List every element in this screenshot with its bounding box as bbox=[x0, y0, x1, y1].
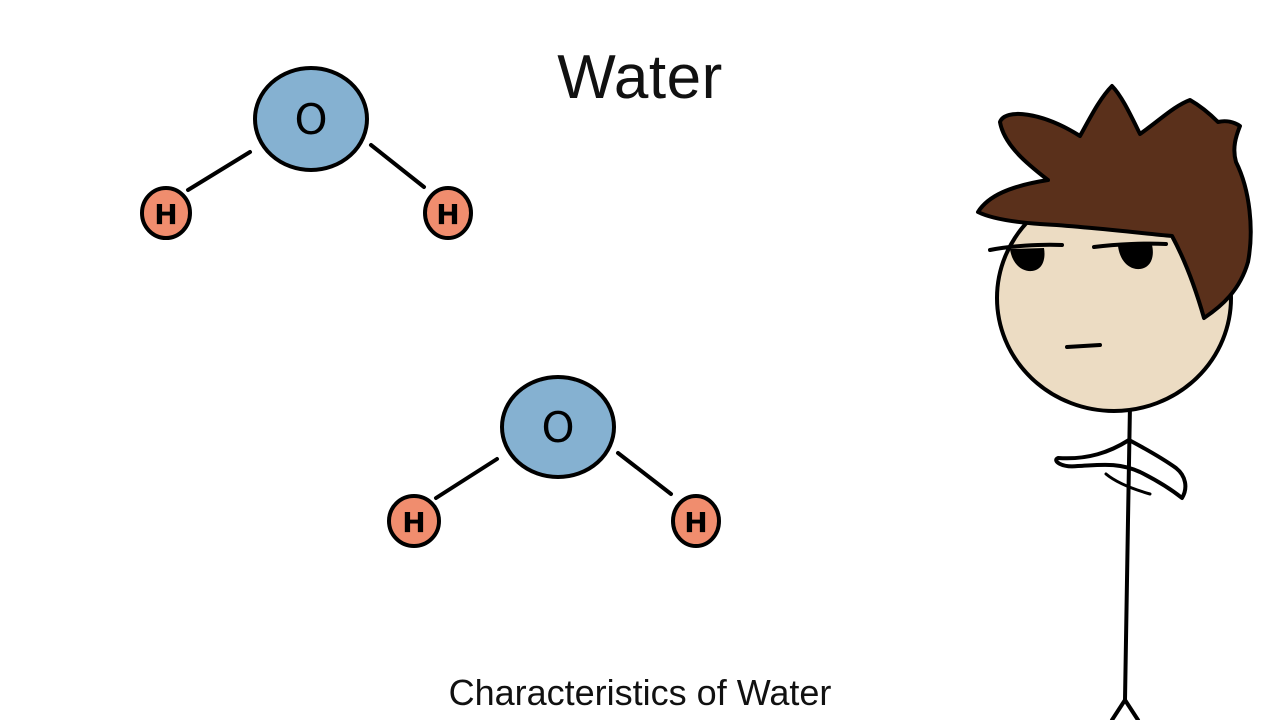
body-line bbox=[1123, 403, 1132, 702]
oxygen-atom bbox=[500, 375, 616, 479]
eyelid-right bbox=[1092, 241, 1168, 249]
slide-title: Water bbox=[557, 43, 723, 112]
eyelid-left bbox=[988, 242, 1064, 252]
water-molecule-1: O H H bbox=[140, 66, 473, 240]
hydrogen-atom-right bbox=[423, 186, 473, 240]
eye-left bbox=[1010, 248, 1045, 272]
hydrogen-atom-left bbox=[387, 494, 441, 548]
hydrogen-atom-right bbox=[671, 494, 721, 548]
arm-fold-line bbox=[1104, 472, 1152, 496]
bond-line-left bbox=[434, 457, 499, 500]
eye-right bbox=[1118, 245, 1153, 270]
hydrogen-label-left: H bbox=[154, 198, 177, 231]
hair bbox=[976, 84, 1253, 320]
hydrogen-label-left: H bbox=[402, 506, 425, 539]
mouth bbox=[1065, 343, 1102, 349]
oxygen-label: O bbox=[294, 95, 327, 144]
crossed-arms bbox=[1054, 438, 1188, 500]
oxygen-label: O bbox=[541, 403, 574, 452]
hydrogen-label-right: H bbox=[436, 198, 459, 231]
bond-line-right bbox=[369, 143, 426, 189]
oxygen-atom bbox=[253, 66, 369, 172]
bond-line-left bbox=[186, 150, 252, 192]
bond-line-right bbox=[616, 451, 673, 496]
video-caption: Characteristics of Water bbox=[448, 672, 832, 713]
legs bbox=[1110, 698, 1140, 720]
hydrogen-label-right: H bbox=[684, 506, 707, 539]
water-molecule-2: O H H bbox=[387, 375, 721, 548]
stick-figure-character bbox=[976, 84, 1253, 720]
hydrogen-atom-left bbox=[140, 186, 192, 240]
